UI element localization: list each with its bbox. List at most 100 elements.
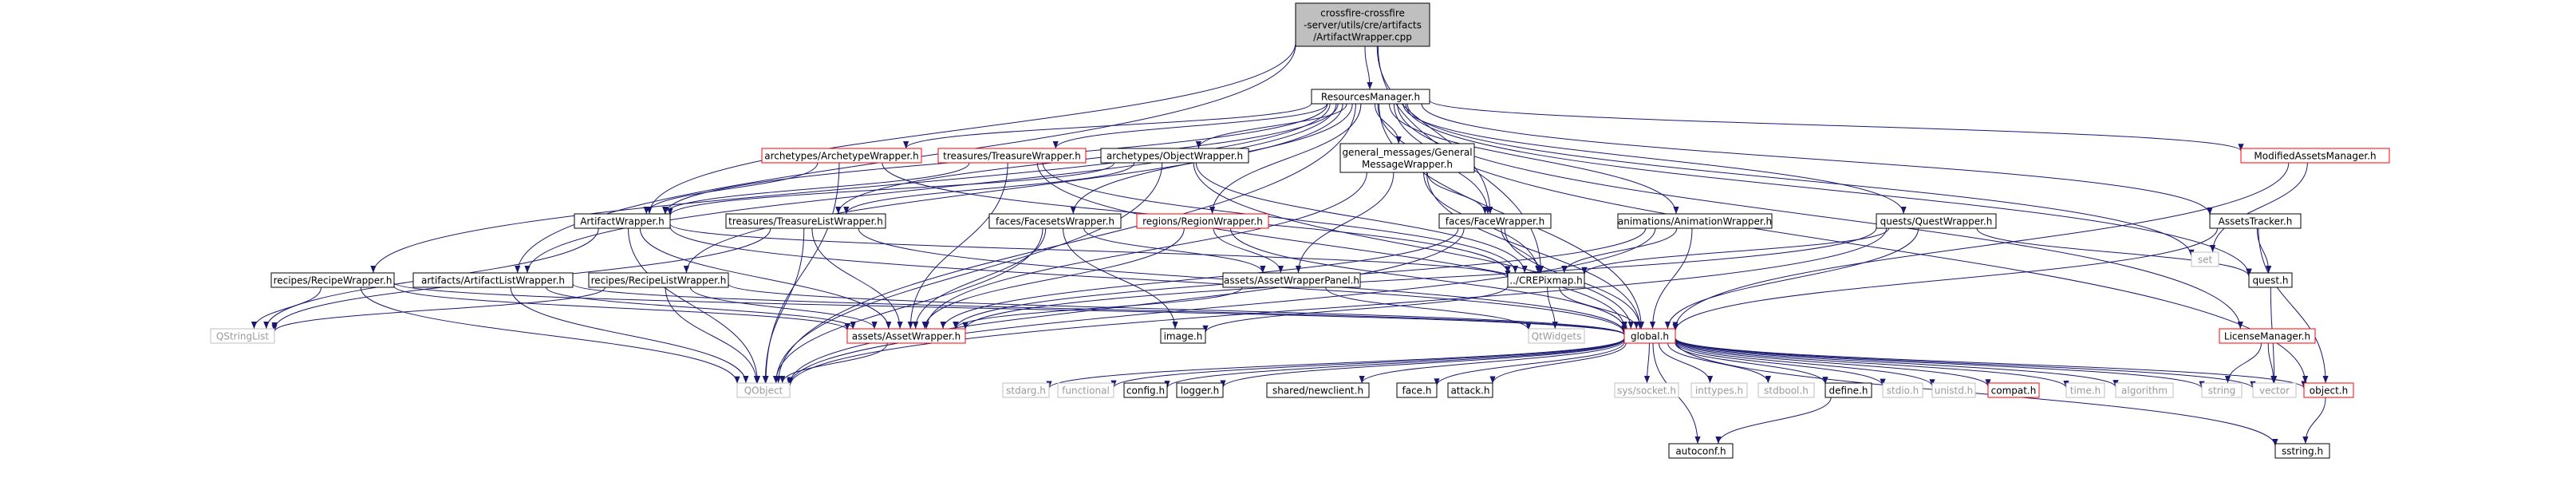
node-image-h[interactable]: image.h [1160, 328, 1206, 344]
node-box [2240, 148, 2390, 164]
node-box [1447, 382, 1493, 398]
edge-resources-to-assets_tracker [1421, 103, 2213, 215]
node-label: config.h [1126, 385, 1165, 397]
node-box [1123, 382, 1168, 398]
edge-object_wrap-to-crepixmap [1195, 162, 1528, 274]
edge-recipe_wrap-to-asset_wrap [393, 286, 850, 331]
node-object-wrap[interactable]: archetypes/ObjectWrapper.h [1100, 148, 1249, 164]
node-set: set [2191, 251, 2219, 267]
node-asset-wrap[interactable]: assets/AssetWrapper.h [846, 328, 966, 344]
node-animation-wrap[interactable]: animations/AnimationWrapper.h [1617, 213, 1773, 229]
node-box [1876, 213, 1997, 229]
node-face-h[interactable]: face.h [1396, 382, 1438, 398]
node-label: quest.h [2253, 275, 2289, 286]
node-asset-panel[interactable]: assets/AssetWrapperPanel.h [1222, 272, 1361, 288]
edge-global_h-to-stdarg [1046, 338, 1625, 389]
node-box [1339, 143, 1475, 173]
edge-global_h-to-compat_h [1675, 339, 1991, 387]
node-box [2303, 382, 2354, 398]
node-qobject: QObject [736, 382, 791, 398]
edge-artifact_list-to-global_h [572, 283, 1627, 335]
node-label: sys/socket.h [1617, 385, 1676, 397]
node-license-mgr[interactable]: LicenseManager.h [2219, 328, 2316, 344]
node-resources[interactable]: ResourcesManager.h [1311, 89, 1430, 105]
edge-global_h-to-stdio [1675, 341, 1886, 386]
node-quest-wrap[interactable]: quests/QuestWrapper.h [1876, 213, 1997, 229]
node-define-h[interactable]: define.h [1825, 382, 1872, 398]
node-box [937, 148, 1087, 164]
node-label: stdio.h [1887, 385, 1919, 397]
node-time-h: time.h [2065, 382, 2105, 398]
edge-quest_wrap-to-quest_h [1976, 227, 2252, 277]
edge-root-to-resources [1364, 45, 1373, 90]
node-quest-h[interactable]: quest.h [2248, 272, 2293, 288]
edge-facesets-to-image_h [1063, 227, 1178, 330]
node-box [2209, 213, 2302, 229]
node-box [1266, 382, 1370, 398]
node-label: face.h [1402, 385, 1432, 397]
node-label: recipes/RecipeWrapper.h [274, 275, 393, 286]
node-config-h[interactable]: config.h [1123, 382, 1168, 398]
node-recipe-wrap[interactable]: recipes/RecipeWrapper.h [270, 272, 395, 288]
node-label: compat.h [1991, 385, 2037, 397]
node-attack-h[interactable]: attack.h [1447, 382, 1493, 398]
node-label: image.h [1164, 331, 1203, 342]
edge-archetype_wrap-to-artifact_wrap [643, 162, 819, 215]
node-recipe-list[interactable]: recipes/RecipeListWrapper.h [588, 272, 729, 288]
edge-quest_wrap-to-asset_wrap [962, 227, 1877, 330]
edge-global_h-to-inttypes [1659, 342, 1714, 384]
edge-global_h-to-newclient_h [1359, 340, 1625, 384]
node-global-h[interactable]: global.h [1623, 328, 1676, 344]
node-root[interactable]: crossfire-crossfire-server/utils/cre/art… [1295, 2, 1430, 47]
node-label: artifacts/ArtifactListWrapper.h [421, 275, 565, 286]
node-qstringlist: QStringList [210, 328, 275, 344]
edge-facesets-to-asset_panel [1083, 227, 1266, 274]
node-label: recipes/RecipeListWrapper.h [591, 275, 727, 286]
node-box [1617, 213, 1773, 229]
node-logger-h[interactable]: logger.h [1176, 382, 1224, 398]
node-facesets[interactable]: faces/FacesetsWrapper.h [988, 213, 1122, 229]
node-treasure-wrap[interactable]: treasures/TreasureWrapper.h [937, 148, 1087, 164]
edge-recipe_list-to-qstringlist [271, 286, 606, 332]
node-label: logger.h [1181, 385, 1220, 397]
node-box [1438, 213, 1552, 229]
node-treasure-list[interactable]: treasures/TreasureListWrapper.h [725, 213, 886, 229]
node-label: crossfire-crossfire [1320, 8, 1405, 19]
node-autoconf-h[interactable]: autoconf.h [1668, 443, 1734, 459]
node-box [1757, 382, 1815, 398]
edge-assets_tracker-to-quest_h [2256, 227, 2272, 274]
edge-object_wrap-to-qobject [773, 162, 1163, 384]
node-modified-assets[interactable]: ModifiedAssetsManager.h [2240, 148, 2390, 164]
edge-region_wrap-to-global_h [1230, 227, 1627, 330]
node-box [846, 328, 966, 344]
node-label: global.h [1631, 331, 1669, 342]
node-region-wrap[interactable]: regions/RegionWrapper.h [1136, 213, 1269, 229]
node-object-h[interactable]: object.h [2303, 382, 2354, 398]
node-label: faces/FacesetsWrapper.h [996, 216, 1114, 227]
node-box [2065, 382, 2105, 398]
node-box [1002, 382, 1050, 398]
edge-resources-to-object_wrap [1195, 103, 1347, 149]
node-artifact-wrap[interactable]: ArtifactWrapper.h [574, 213, 671, 229]
node-label: inttypes.h [1695, 385, 1743, 397]
edge-object_wrap-to-artifact_wrap [667, 162, 1114, 216]
node-assets-tracker[interactable]: AssetsTracker.h [2209, 213, 2302, 229]
node-label: /ArtifactWrapper.cpp [1313, 32, 1412, 43]
node-sstring-h[interactable]: sstring.h [2274, 443, 2330, 459]
node-box [761, 148, 922, 164]
edge-region_wrap-to-asset_panel [1213, 227, 1284, 274]
node-label: define.h [1829, 385, 1868, 397]
node-box [1528, 328, 1585, 344]
node-compat-h[interactable]: compat.h [1987, 382, 2040, 398]
node-box [1507, 272, 1585, 288]
node-crepixmap[interactable]: ../CREPixmap.h [1507, 272, 1585, 288]
node-newclient-h[interactable]: shared/newclient.h [1266, 382, 1370, 398]
node-archetype-wrap[interactable]: archetypes/ArchetypeWrapper.h [761, 148, 922, 164]
edge-asset_panel-to-qtwidgets [1325, 286, 1532, 330]
node-box [1614, 382, 1679, 398]
node-label: general_messages/General [1342, 147, 1472, 158]
node-face-wrap[interactable]: faces/FaceWrapper.h [1438, 213, 1552, 229]
node-label: sstring.h [2282, 446, 2323, 457]
node-artifact-list[interactable]: artifacts/ArtifactListWrapper.h [412, 272, 574, 288]
